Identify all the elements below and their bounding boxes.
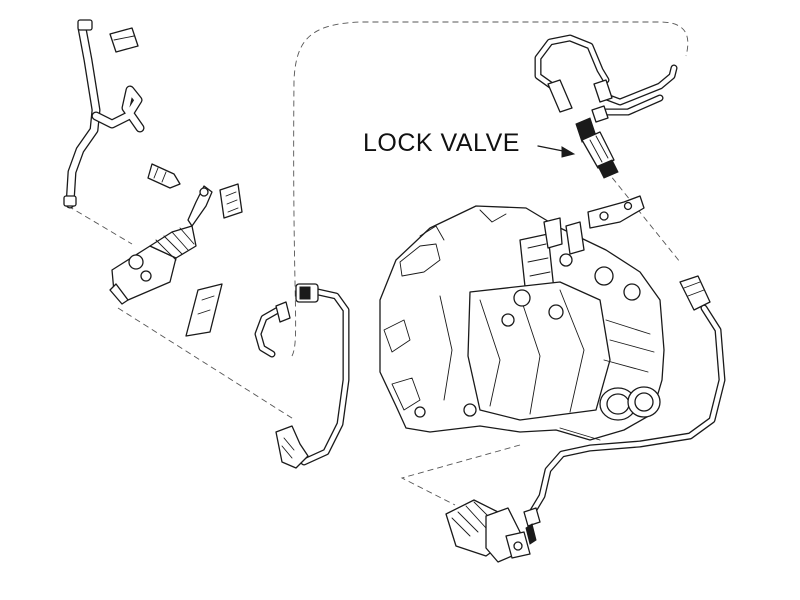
clutch-pipe-top xyxy=(534,34,678,116)
reservoir-hose xyxy=(63,19,145,209)
transaxle xyxy=(379,205,665,441)
pushrod-clip xyxy=(219,183,243,219)
pipe-bracket xyxy=(587,195,645,229)
clutch-pipe-right xyxy=(523,275,726,527)
dashed-leader-lines xyxy=(67,21,689,506)
lock-valve-arrow xyxy=(537,145,576,158)
release-cylinder xyxy=(445,499,537,563)
clutch-pipe-left xyxy=(254,283,350,469)
lock-valve xyxy=(575,105,619,179)
mounting-bracket xyxy=(185,283,223,337)
clutch-master-cylinder xyxy=(109,163,213,305)
hose-clamp xyxy=(109,27,139,53)
lock-valve-label: LOCK VALVE xyxy=(363,129,520,157)
